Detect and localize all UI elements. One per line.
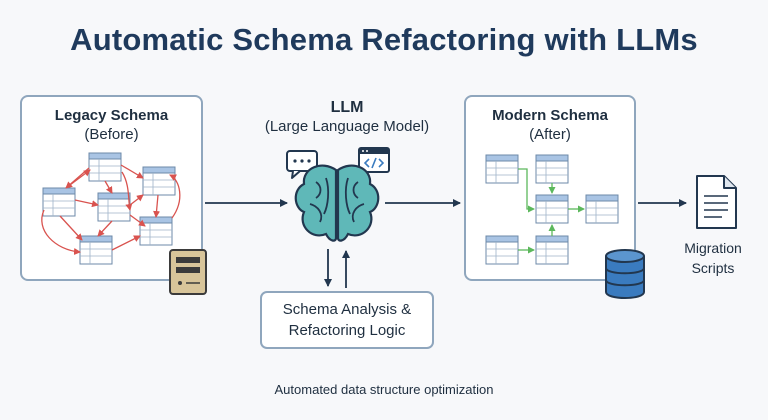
legacy-server-icon [169,249,207,295]
llm-title: LLM [330,99,364,116]
modern-table-1 [485,154,519,184]
legacy-table-5 [139,216,173,246]
migration-line-1: Migration [684,240,742,256]
legacy-links [41,164,181,256]
llm-subtitle: (Large Language Model) [264,118,430,135]
legacy-table-2 [142,166,176,196]
modern-schema-title: Modern Schema [492,107,608,124]
legacy-schema-title: Legacy Schema [54,107,169,124]
migration-scripts-label: Migration Scripts [668,238,758,278]
modern-schema-subtitle: (After) [529,126,571,143]
schema-analysis-line-1: Schema Analysis & [282,301,412,318]
chat-bubble-icon [286,150,318,179]
legacy-table-1 [88,152,122,182]
modern-table-4 [585,194,619,224]
document-icon [696,175,737,229]
legacy-table-4 [97,192,131,222]
schema-analysis-box: Schema Analysis & Refactoring Logic [260,291,434,349]
modern-table-6 [535,235,569,265]
modern-table-5 [485,235,519,265]
modern-table-3 [535,194,569,224]
legacy-table-6 [79,235,113,265]
database-icon [605,249,645,299]
legacy-table-3 [42,187,76,217]
modern-tables [485,154,619,265]
modern-table-2 [535,154,569,184]
modern-links [518,168,585,254]
schema-analysis-line-2: Refactoring Logic [288,322,406,339]
brain-icon [294,164,380,242]
legacy-schema-subtitle: (Before) [84,126,139,143]
code-window-icon [358,147,390,173]
migration-line-2: Scripts [691,260,735,276]
page-title: Automatic Schema Refactoring with LLMs [70,22,698,57]
diagram-caption: Automated data structure optimization [274,382,494,397]
